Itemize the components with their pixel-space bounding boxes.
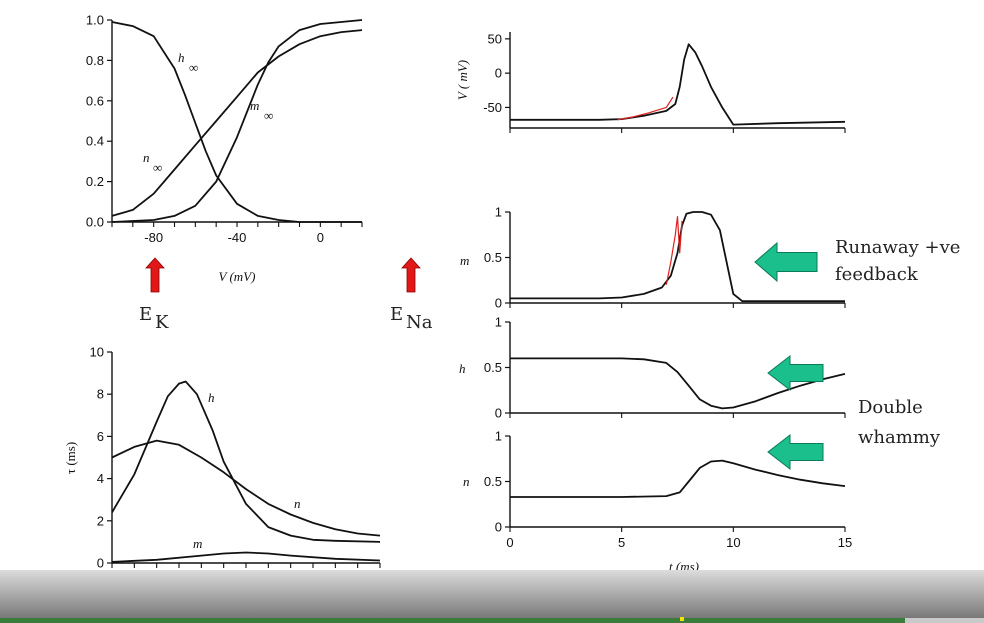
steady_state-ytick-label: 0.0	[86, 215, 104, 230]
steady_state-ytick-label: 1.0	[86, 13, 104, 28]
tau-ylabel: τ (ms)	[63, 442, 78, 474]
n_trace-series-n-line	[510, 459, 846, 498]
runaway-text-2: feedback	[835, 264, 919, 285]
time_constants-ytick-label: 8	[97, 387, 104, 402]
label-n-inf: n	[143, 150, 150, 165]
h_trace-ytick-label: 0.5	[484, 360, 502, 375]
double-whammy-arrow-n	[767, 433, 824, 471]
runaway-arrow	[754, 241, 818, 283]
steady_state-xtick-label: -40	[228, 230, 247, 245]
n_trace-ytick-label: 0.5	[484, 474, 502, 489]
n-ylabel: n	[463, 474, 470, 489]
double-whammy-arrow-h	[767, 354, 824, 392]
n_trace-xtick-label: 0	[506, 535, 513, 550]
n_trace-xtick-label: 15	[838, 535, 852, 550]
steady_state-series-n-line	[111, 29, 363, 217]
steady_state-xtick-label: -80	[144, 230, 163, 245]
h-ylabel: h	[459, 361, 466, 376]
steady_state-xtick-label: 0	[317, 230, 324, 245]
progress-remaining	[905, 618, 984, 623]
label-m-inf: m	[250, 98, 259, 113]
ek-arrow-shape	[145, 257, 165, 293]
n_trace-xtick-label: 10	[726, 535, 740, 550]
n_trace-xtick-label: 5	[618, 535, 625, 550]
steady_state-series-h-line	[111, 21, 362, 223]
ena-label-sub: Na	[406, 312, 433, 333]
h_trace-ytick-label: 0	[495, 406, 502, 421]
time_constants-ytick-label: 10	[90, 345, 104, 360]
label-tau-n: n	[294, 496, 301, 511]
ena-label: E	[390, 304, 403, 325]
time_constants-ytick-label: 6	[97, 429, 104, 444]
steady_state-series-m-line	[111, 19, 363, 223]
m_trace-ytick-label: 1	[495, 205, 502, 220]
time_constants-series-n-line	[111, 439, 381, 537]
label-h-inf: h	[178, 50, 185, 65]
voltage_trace-ytick-label: 50	[488, 31, 502, 46]
voltage_trace-ytick-label: 0	[495, 66, 502, 81]
ena-arrow-shape	[401, 257, 421, 293]
time_constants-series-m-line	[111, 551, 381, 563]
label-tau-m: m	[193, 536, 202, 551]
time_constants-ytick-label: 2	[97, 513, 104, 528]
m_trace-ytick-label: 0.5	[484, 250, 502, 265]
steady_state-ytick-label: 0.6	[86, 93, 104, 108]
steady_state-ytick-label: 0.4	[86, 134, 104, 149]
h_trace-ytick-label: 1	[495, 315, 502, 330]
voltage_trace-series-V-line	[510, 43, 846, 126]
m-ylabel: m	[460, 253, 469, 268]
steady_state-ytick-label: 0.2	[86, 174, 104, 189]
ena-arrow	[401, 257, 421, 293]
voltage_trace-series-Vred-line	[617, 96, 674, 121]
video-control-bar[interactable]	[0, 570, 984, 623]
progress-track[interactable]	[0, 618, 984, 623]
m_trace-series-m-line	[510, 211, 845, 303]
n_trace-ytick-label: 0	[495, 520, 502, 535]
ss-xlabel: V (mV)	[219, 269, 256, 284]
label-n-inf-sub: ∞	[153, 160, 162, 175]
n_trace-ytick-label: 1	[495, 429, 502, 444]
double-text-2: whammy	[858, 427, 941, 448]
time_constants-series-h-line	[111, 380, 381, 543]
runaway-text-1: Runaway +ve	[835, 237, 960, 258]
double-text-1: Double	[858, 397, 923, 418]
vtrace-ylabel: V ( mV)	[455, 60, 470, 100]
label-tau-h: h	[208, 390, 215, 405]
label-m-inf-sub: ∞	[264, 108, 273, 123]
m_trace-ytick-label: 0	[495, 296, 502, 311]
time_constants-ytick-label: 4	[97, 471, 104, 486]
label-h-inf-sub: ∞	[189, 60, 198, 75]
voltage_trace-ytick-label: -50	[483, 100, 502, 115]
ek-label-sub: K	[155, 312, 169, 333]
steady_state-ytick-label: 0.8	[86, 53, 104, 68]
ek-arrow	[145, 257, 165, 293]
h_trace-series-h-line	[510, 357, 846, 410]
time_constants-ytick-label: 0	[97, 556, 104, 571]
m_trace-series-mred-line	[665, 216, 683, 285]
ek-label: E	[139, 304, 152, 325]
progress-marker[interactable]	[680, 617, 684, 621]
